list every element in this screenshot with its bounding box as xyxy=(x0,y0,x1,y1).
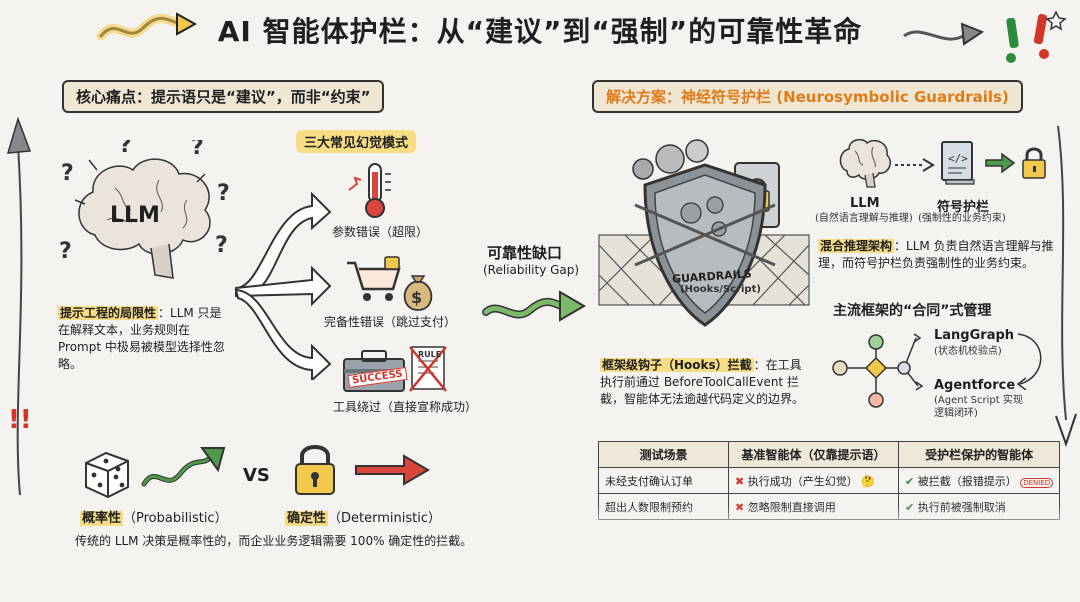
svg-text:?: ? xyxy=(191,140,204,160)
dotted-arrow-icon xyxy=(895,158,935,172)
prob-en: （Probabilistic） xyxy=(123,511,228,526)
framework-langgraph: LangGraph xyxy=(934,328,1015,343)
table-header-scenario: 测试场景 xyxy=(598,441,729,468)
svg-text:?: ? xyxy=(61,161,74,186)
table-cell-guarded: ✔ 被拦截（报错提示） DENIED xyxy=(897,467,1061,494)
hybrid-sym-label: 符号护栏 xyxy=(937,200,990,215)
code-book-icon: </> xyxy=(941,141,975,185)
reliability-gap-title: 可靠性缺口 xyxy=(487,244,563,262)
hooks-text: ：在工具执行前通过 BeforeToolCallEvent 拦截，智能体无法逾越… xyxy=(600,358,805,406)
hybrid-note: 混合推理架构：LLM 负责自然语言理解与推理，而符号护栏负责强制性的业务约束。 xyxy=(818,238,1058,272)
shield-fence-icon xyxy=(598,139,810,327)
exclamation-icon xyxy=(1006,10,1067,63)
loop-arrow-icon xyxy=(1016,333,1042,390)
bottom-fade-overlay xyxy=(590,505,1070,602)
padlock-small-icon xyxy=(1022,147,1046,179)
table-header-baseline: 基准智能体（仅靠提示语） xyxy=(728,441,899,468)
hybrid-text: ：LLM 负责自然语言理解与推理，而符号护栏负责强制性的业务约束。 xyxy=(818,239,1054,270)
hybrid-title: 混合推理架构 xyxy=(818,239,895,253)
framework-agentforce: Agentforce xyxy=(934,378,1016,393)
green-arrow-icon xyxy=(985,152,1016,174)
svg-text:?: ? xyxy=(217,181,230,206)
framework-agentforce-sub: (Agent Script 实现逻辑闭环) xyxy=(934,395,1023,419)
table-cell-scenario: 未经支付确认订单 xyxy=(598,467,729,494)
denied-stamp: DENIED xyxy=(1020,477,1054,488)
thermometer-icon xyxy=(348,163,391,218)
prob-title: 概率性 xyxy=(80,511,124,526)
mode-label-parameter: 参数错误（超限） xyxy=(331,225,428,239)
det-title: 确定性 xyxy=(285,511,329,526)
hooks-title: 框架级钩子（Hooks）拦截 xyxy=(600,358,754,372)
section-header-solution: 解决方案：神经符号护栏 (Neurosymbolic Guardrails) xyxy=(592,80,1023,113)
shield-sub-label: (Hooks/Script) xyxy=(680,284,761,295)
solution-header-text: 解决方案：神经符号护栏 (Neurosymbolic Guardrails) xyxy=(606,88,1009,106)
svg-text:?: ? xyxy=(59,239,72,264)
prompt-limit-text: ：LLM 只是在解释文本，业务规则在 Prompt 中极易被模型选择性忽略。 xyxy=(58,306,225,371)
page-title: AI 智能体护栏：从“建议”到“强制”的可靠性革命 xyxy=(217,15,863,48)
vs-label: VS xyxy=(243,465,270,486)
det-en: （Deterministic） xyxy=(328,511,441,526)
money-bag-icon: $ xyxy=(403,275,433,311)
cart-icon xyxy=(347,256,401,301)
table-cell-text: 被拦截（报错提示） xyxy=(917,474,1017,488)
svg-text:?: ? xyxy=(215,233,228,258)
svg-text:</>: </> xyxy=(948,152,968,165)
probabilistic-label: 概率性（Probabilistic） xyxy=(80,510,228,527)
bottom-summary: 传统的 LLM 决策是概率性的，而企业业务逻辑需要 100% 确定性的拦截。 xyxy=(75,534,473,548)
curved-arrow-icon xyxy=(903,22,985,46)
rule-doc-label: RULE xyxy=(418,350,442,359)
svg-text:?: ? xyxy=(119,140,132,158)
brain-small-icon xyxy=(839,138,891,188)
exclamation-icon: !! xyxy=(8,405,32,435)
brain-llm-label: LLM xyxy=(110,203,160,228)
brain-icon: ? ? ? ? ? ? xyxy=(59,140,230,279)
framework-langgraph-sub: (状态机校验点) xyxy=(934,346,1002,357)
check-icon: ✔ xyxy=(905,474,915,488)
gap-arrow-icon xyxy=(482,290,586,322)
table-row: 未经支付确认订单 ✖ 执行成功（产生幻觉） 🤔 ✔ 被拦截（报错提示） DENI… xyxy=(598,467,1061,494)
thinking-face-icon: 🤔 xyxy=(861,474,875,488)
side-arrow-icon xyxy=(6,116,32,496)
side-arrow-icon xyxy=(1055,125,1077,448)
deterministic-label: 确定性（Deterministic） xyxy=(285,510,441,527)
hooks-note: 框架级钩子（Hooks）拦截：在工具执行前通过 BeforeToolCallEv… xyxy=(600,357,805,408)
mode-label-bypass: 工具绕过（直接宣称成功） xyxy=(332,400,477,414)
padlock-icon xyxy=(295,445,335,495)
hallucination-modes-title: 三大常见幻觉模式 xyxy=(296,130,417,153)
squiggle-arrow-icon xyxy=(96,12,198,41)
branch-arrows-icon xyxy=(234,191,332,380)
dice-icon xyxy=(85,451,129,499)
table-cell-text: 执行成功（产生幻觉） xyxy=(747,474,858,488)
frameworks-title: 主流框架的“合同”式管理 xyxy=(833,303,992,319)
table-header-guarded: 受护栏保护的智能体 xyxy=(897,441,1061,468)
crossed-document-icon xyxy=(409,346,447,392)
mode-label-completeness: 完备性错误（跳过支付） xyxy=(323,315,456,329)
hybrid-llm-label: LLM xyxy=(850,196,880,211)
hybrid-sym-sub: (强制性的业务约束) xyxy=(918,213,1006,224)
wave-arrow-icon xyxy=(141,447,226,487)
svg-text:$: $ xyxy=(411,288,422,307)
hybrid-llm-sub: (自然语言理解与推理) xyxy=(815,213,913,224)
section-header-pain-point: 核心痛点：提示语只是“建议”，而非“约束” xyxy=(62,80,385,113)
table-header-row: 测试场景 基准智能体（仅靠提示语） 受护栏保护的智能体 xyxy=(598,441,1061,468)
flow-diagram-icon xyxy=(832,333,924,408)
prompt-limit-title: 提示工程的局限性 xyxy=(58,306,159,320)
right-arrow-icon xyxy=(355,454,430,486)
reliability-gap-en: (Reliability Gap) xyxy=(483,263,580,277)
prompt-limit-note: 提示工程的局限性：LLM 只是在解释文本，业务规则在 Prompt 中极易被模型… xyxy=(58,305,233,373)
cross-icon: ✖ xyxy=(735,474,745,488)
table-cell-baseline: ✖ 执行成功（产生幻觉） 🤔 xyxy=(728,467,899,494)
